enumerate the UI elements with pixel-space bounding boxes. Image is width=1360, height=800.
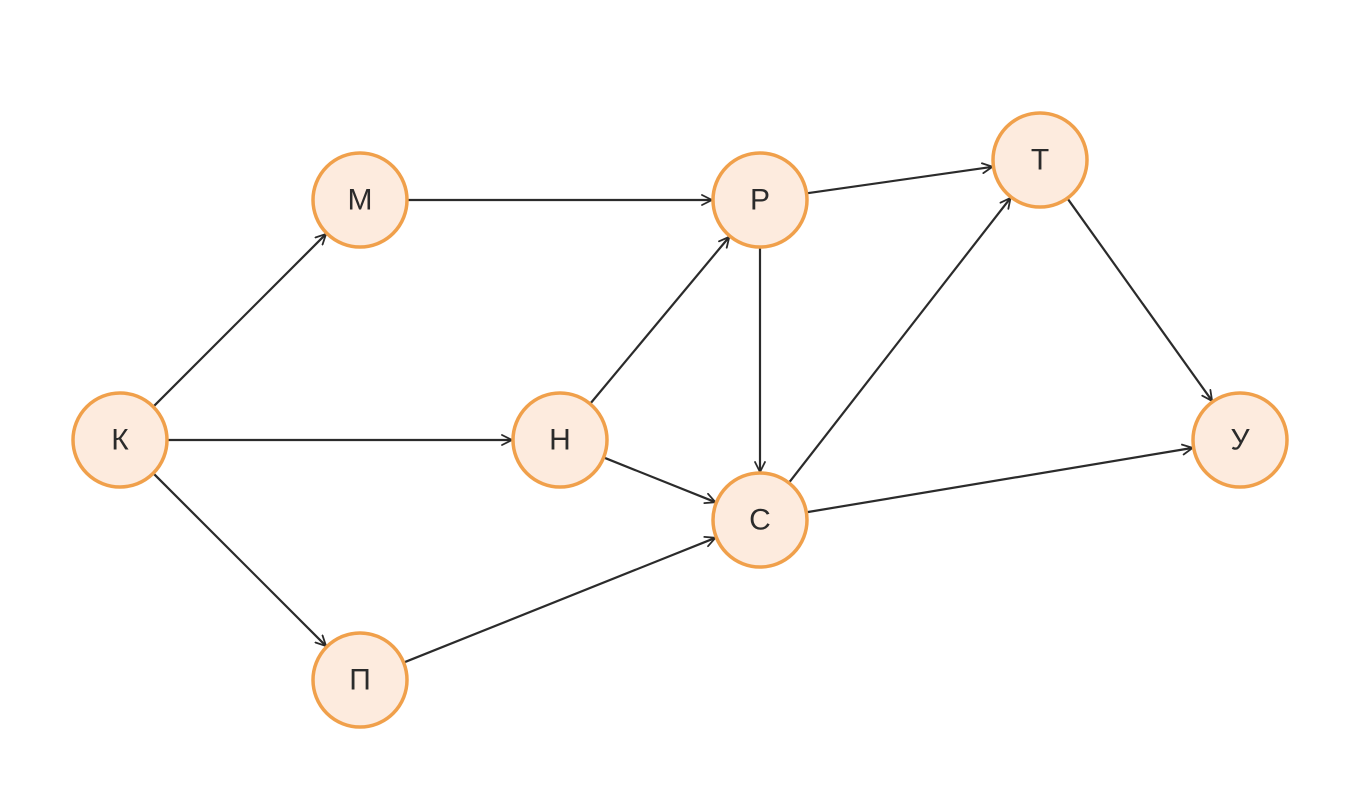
nodes-layer: К М П Н Р С Т У (71, 111, 1289, 729)
node-circle (991, 111, 1089, 209)
node-m: М (311, 151, 409, 249)
node-u: У (1191, 391, 1289, 489)
edge-t-u (1067, 198, 1213, 402)
edge-k-p (153, 473, 327, 647)
node-r: Р (711, 151, 809, 249)
edge-s-t (788, 196, 1012, 483)
node-circle (1191, 391, 1289, 489)
node-label: П (349, 664, 371, 697)
node-k: К (71, 391, 169, 489)
node-label: Н (549, 424, 571, 457)
node-label: У (1230, 424, 1250, 457)
node-label: К (111, 424, 129, 457)
node-circle (311, 151, 409, 249)
node-p: П (311, 631, 409, 729)
edge-k-m (153, 233, 327, 407)
node-label: М (348, 184, 373, 217)
edge-p-s (404, 536, 717, 664)
node-n: Н (511, 391, 609, 489)
node-circle (511, 391, 609, 489)
node-t: Т (991, 111, 1089, 209)
edge-n-s (604, 456, 717, 504)
edge-n-r (589, 235, 731, 404)
node-label: Р (750, 184, 770, 217)
node-circle (711, 151, 809, 249)
node-label: Т (1031, 144, 1049, 177)
node-circle (311, 631, 409, 729)
node-circle (71, 391, 169, 489)
node-s: С (711, 471, 809, 569)
node-label: С (749, 504, 771, 537)
node-circle (711, 471, 809, 569)
edge-s-u (807, 443, 1194, 514)
edge-r-t (807, 162, 994, 195)
edges-layer (153, 162, 1213, 664)
